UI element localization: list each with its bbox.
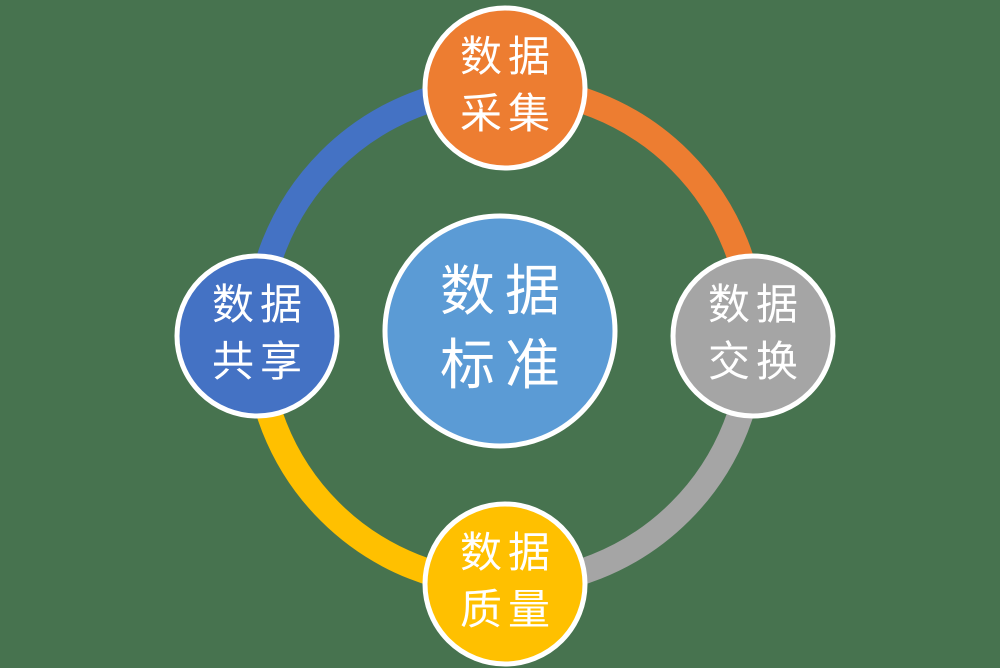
node-circle-data-exchange <box>670 253 836 419</box>
node-label-data-sharing: 数据 共享 <box>211 281 309 385</box>
node-label-data-quality: 数据 质量 <box>459 529 557 633</box>
node-circle-data-standard <box>382 213 618 449</box>
node-label-data-collection: 数据 采集 <box>459 33 557 137</box>
node-circle-data-quality <box>422 501 588 667</box>
node-label-data-standard: 数据 标准 <box>439 260 571 396</box>
node-label-data-exchange: 数据 交换 <box>707 281 805 385</box>
node-circle-data-sharing <box>174 253 340 419</box>
node-circle-data-collection <box>422 5 588 171</box>
